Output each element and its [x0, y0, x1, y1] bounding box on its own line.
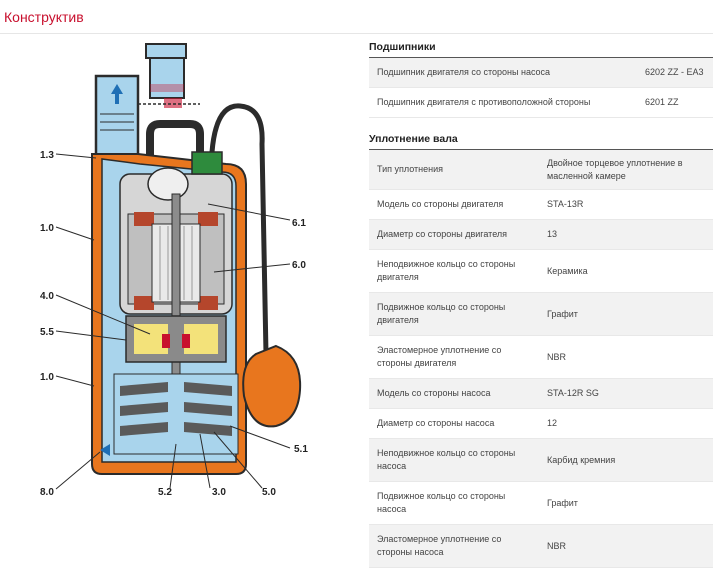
shaft-seal-section-title: Уплотнение вала [369, 126, 713, 150]
callout-1-3: 1.3 [40, 150, 54, 161]
float-cable [209, 103, 269, 355]
oil-chamber [125, 315, 227, 363]
table-row: Подшипник двигателя со стороны насоса 62… [369, 58, 713, 88]
row-value: 12 [547, 418, 558, 428]
pump-drawing: 1.3 1.0 4.0 5.5 1.0 8.0 5.2 3.0 5.0 5.1 … [40, 43, 308, 498]
table-row: Подшипник двигателя с противоположной ст… [369, 88, 713, 118]
specifications-panel: Подшипники Подшипник двигателя со сторон… [369, 34, 713, 568]
table-row: Эластомерное уплотнение со стороны насос… [369, 525, 713, 568]
table-row: Подвижное кольцо со стороны насоса Графи… [369, 482, 713, 525]
pump-cutaway-diagram: 1.3 1.0 4.0 5.5 1.0 8.0 5.2 3.0 5.0 5.1 … [0, 34, 350, 584]
row-value: 6202 ZZ - EA3 [645, 67, 704, 77]
callout-8-0: 8.0 [40, 487, 54, 498]
table-row: Диаметр со стороны насоса 12 [369, 409, 713, 439]
table-row: Эластомерное уплотнение со стороны двига… [369, 336, 713, 379]
inlet-arrow [100, 444, 110, 456]
row-key: Подвижное кольцо со стороны насоса [377, 491, 506, 514]
row-value: Карбид кремния [547, 454, 616, 465]
row-key: Модель со стороны насоса [377, 388, 491, 398]
row-key: Эластомерное уплотнение со стороны двига… [377, 345, 502, 368]
table-row: Неподвижное кольцо со стороны двигателя … [369, 250, 713, 293]
float-switch [242, 344, 302, 428]
callout-1-0-top: 1.0 [40, 223, 54, 234]
row-value: Керамика [547, 265, 588, 276]
row-key: Диаметр со стороны двигателя [377, 229, 508, 239]
page-header: Конструктив [0, 0, 713, 34]
page-title: Конструктив [4, 9, 84, 25]
row-key: Неподвижное кольцо со стороны насоса [377, 448, 516, 471]
bearings-section-title: Подшипники [369, 34, 713, 58]
callout-5-1: 5.1 [294, 444, 308, 455]
row-key: Подвижное кольцо со стороны двигателя [377, 302, 506, 325]
callout-6-1: 6.1 [292, 218, 306, 229]
row-key: Тип уплотнения [377, 164, 444, 174]
callout-6-0: 6.0 [292, 260, 306, 271]
table-row: Тип уплотнения Двойное торцевое уплотнен… [369, 150, 713, 190]
row-value: STA-13R [547, 199, 584, 209]
row-value: NBR [547, 351, 567, 362]
callout-3-0: 3.0 [212, 487, 226, 498]
row-value: STA-12R SG [547, 388, 599, 398]
callout-5-5: 5.5 [40, 327, 54, 338]
row-key: Эластомерное уплотнение со стороны насос… [377, 534, 502, 557]
table-row: Подвижное кольцо со стороны двигателя Гр… [369, 293, 713, 336]
impeller-stages [113, 373, 239, 455]
row-value: 13 [547, 229, 558, 239]
row-key: Подшипник двигателя со стороны насоса [377, 67, 551, 77]
callout-leaders [55, 153, 291, 490]
row-key: Подшипник двигателя с противоположной ст… [377, 97, 591, 107]
shaft-seal-table: Тип уплотнения Двойное торцевое уплотнен… [369, 150, 713, 568]
callout-5-0: 5.0 [262, 487, 276, 498]
table-row: Модель со стороны насоса STA-12R SG [369, 379, 713, 409]
table-row: Неподвижное кольцо со стороны насоса Кар… [369, 439, 713, 482]
row-value: Двойное торцевое уплотнение в масленной … [547, 157, 683, 181]
row-value: Графит [547, 308, 578, 319]
row-key: Неподвижное кольцо со стороны двигателя [377, 259, 516, 282]
row-key: Модель со стороны двигателя [377, 199, 504, 209]
table-row: Диаметр со стороны двигателя 13 [369, 220, 713, 250]
row-value: 6201 ZZ [645, 97, 679, 107]
callout-5-2: 5.2 [158, 487, 172, 498]
row-value: NBR [547, 540, 567, 551]
cable-gland [191, 151, 223, 175]
table-row: Модель со стороны двигателя STA-13R [369, 190, 713, 220]
outlet-fitting-detail [118, 43, 200, 108]
callout-4-0: 4.0 [40, 291, 54, 302]
row-key: Диаметр со стороны насоса [377, 418, 495, 428]
carry-handle [146, 120, 204, 156]
callout-1-0-bottom: 1.0 [40, 372, 54, 383]
bearings-table: Подшипник двигателя со стороны насоса 62… [369, 58, 713, 118]
discharge-pipe [94, 74, 140, 158]
row-value: Графит [547, 497, 578, 508]
